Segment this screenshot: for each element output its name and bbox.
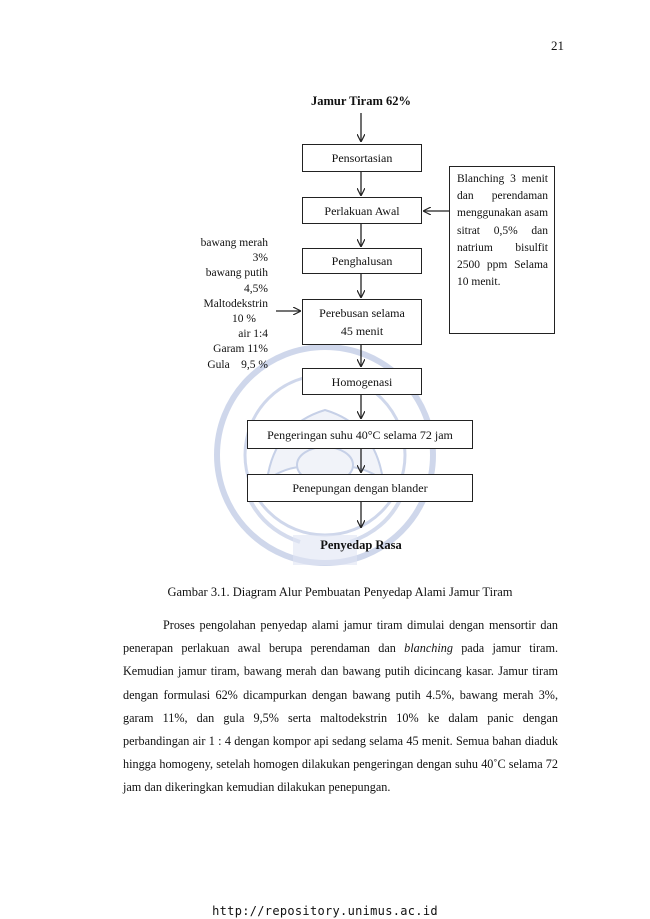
ingredient-line: Maltodekstrin: [203, 297, 268, 310]
ingredient-line: bawang putih: [205, 267, 268, 280]
flow-end-node: Penyedap Rasa: [320, 538, 402, 552]
ingredient-line: 10 %: [232, 313, 256, 326]
paragraph-italic-term: blanching: [404, 641, 453, 656]
flow-step-perebusan: Perebusan selama 45 menit: [302, 299, 422, 345]
flow-start-node: Jamur Tiram 62%: [310, 94, 411, 108]
footer-url: http://repository.unimus.ac.id: [212, 904, 438, 918]
paragraph-text-part: pada jamur tiram. Kemudian jamur tiram, …: [123, 641, 558, 795]
ingredient-line: 3%: [252, 252, 268, 265]
ingredient-line: Garam 11%: [213, 343, 268, 356]
flow-step-penepungan: Penepungan dengan blander: [247, 474, 473, 502]
page-number: 21: [551, 38, 564, 53]
flow-step-perlakuan-awal: Perlakuan Awal: [302, 197, 422, 224]
ingredient-line: 4,5%: [244, 282, 268, 295]
paragraph-text-part: Proses pengolahan penyedap alami jamur t…: [123, 618, 558, 656]
flow-step-pengeringan: Pengeringan suhu 40°C selama 72 jam: [247, 420, 473, 449]
ingredient-line: Gula 9,5 %: [207, 358, 268, 371]
figure-caption: Gambar 3.1. Diagram Alur Pembuatan Penye…: [167, 585, 513, 599]
ingredient-line: air 1:4: [238, 328, 268, 341]
flow-step-homogenasi: Homogenasi: [302, 368, 422, 395]
ingredients-list: bawang merah 3% bawang putih 4,5% Maltod…: [170, 236, 268, 373]
flow-step-pensortasian: Pensortasian: [302, 144, 422, 172]
pretreatment-note: Blanching 3 menit dan perendaman menggun…: [449, 166, 555, 334]
flow-step-penghalusan: Penghalusan: [302, 248, 422, 274]
body-paragraph: Proses pengolahan penyedap alami jamur t…: [123, 614, 558, 800]
ingredient-line: bawang merah: [200, 237, 268, 249]
